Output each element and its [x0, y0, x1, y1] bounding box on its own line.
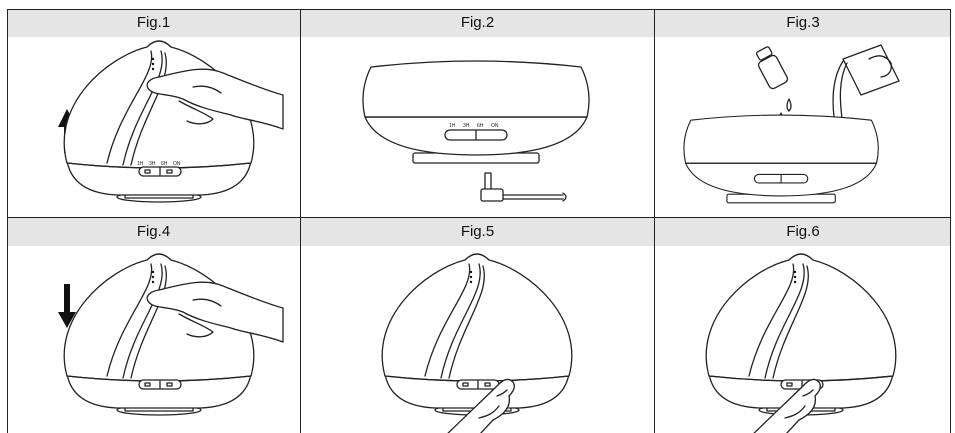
- figure-cell-4: Fig.4: [7, 218, 300, 433]
- figure-1-illustration: 1H 3H 6H ON: [7, 37, 300, 217]
- figure-5-illustration: [301, 246, 654, 433]
- diffuser-drawing: [381, 253, 573, 433]
- svg-text:ON: ON: [491, 123, 499, 129]
- figure-caption-3: Fig.3: [655, 9, 951, 37]
- svg-text:3H: 3H: [149, 161, 156, 167]
- grid-line-v1: [300, 9, 301, 433]
- grid-line-top: [7, 9, 951, 10]
- figure-4-illustration: [7, 246, 300, 433]
- grid-line-v2: [654, 9, 655, 433]
- svg-text:6H: 6H: [161, 161, 168, 167]
- figure-cell-5: Fig.5: [301, 218, 654, 433]
- diffuser-drawing: [705, 253, 897, 433]
- figure-cell-3: Fig.3: [655, 9, 951, 217]
- figure-cell-1: Fig.1 1H 3H 6H ON: [7, 9, 300, 217]
- svg-text:6H: 6H: [477, 123, 484, 129]
- svg-text:1H: 1H: [449, 123, 456, 129]
- figure-3-illustration: [655, 37, 951, 217]
- figure-caption-1: Fig.1: [7, 9, 300, 37]
- figure-cell-6: Fig.6: [655, 218, 951, 433]
- figure-6-illustration: [655, 246, 951, 433]
- svg-text:3H: 3H: [463, 123, 470, 129]
- grid-line-right: [950, 9, 951, 433]
- svg-text:1H: 1H: [137, 161, 144, 167]
- grid-line-middle: [7, 217, 951, 218]
- diffuser-bowl-drawing: 1H 3H 6H ON: [362, 60, 590, 164]
- down-arrow-icon: [58, 284, 76, 328]
- figure-caption-5: Fig.5: [301, 218, 654, 246]
- diffuser-drawing: 1H 3H 6H ON: [63, 40, 284, 203]
- figure-caption-2: Fig.2: [301, 9, 654, 37]
- power-plug-drawing: [480, 172, 567, 202]
- oil-bottle-drawing: [755, 46, 792, 123]
- grid-line-left: [7, 9, 8, 433]
- diffuser-bowl-drawing: [683, 114, 879, 204]
- water-cup-drawing: [832, 44, 900, 126]
- svg-text:ON: ON: [173, 161, 181, 167]
- diffuser-drawing: [63, 253, 284, 416]
- figure-grid: Fig.1 1H 3H 6H ON Fig.2: [7, 9, 951, 433]
- figure-cell-2: Fig.2 1H 3H 6H ON: [301, 9, 654, 217]
- figure-2-illustration: 1H 3H 6H ON: [301, 37, 654, 217]
- figure-caption-6: Fig.6: [655, 218, 951, 246]
- figure-caption-4: Fig.4: [7, 218, 300, 246]
